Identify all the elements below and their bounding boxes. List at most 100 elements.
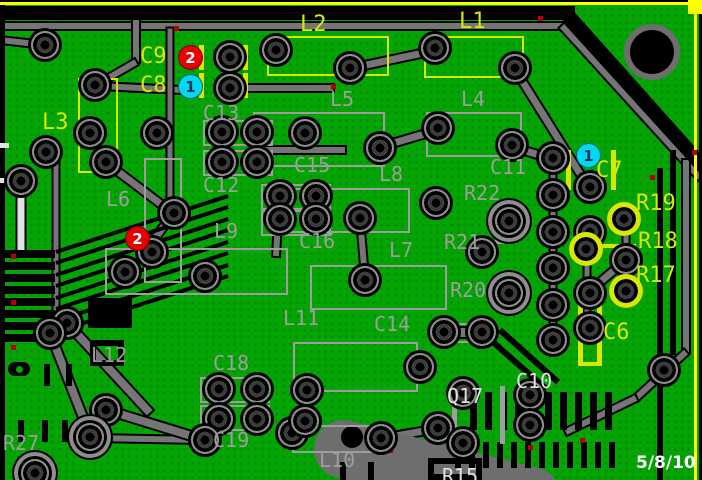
filled-rect bbox=[388, 448, 393, 453]
silk-label-C13: C13 bbox=[203, 101, 240, 125]
filled-rect bbox=[243, 45, 248, 70]
pad bbox=[291, 407, 319, 435]
filled-rect bbox=[567, 442, 573, 468]
pad bbox=[336, 54, 364, 82]
filled-rect bbox=[62, 420, 68, 442]
filled-rect bbox=[340, 462, 346, 480]
step-marker-1[interactable]: 1 bbox=[178, 74, 203, 99]
pad bbox=[216, 43, 244, 71]
filled-rect bbox=[500, 386, 505, 444]
filled-rect bbox=[243, 73, 248, 98]
pad bbox=[406, 353, 434, 381]
silk-label-R20: R20 bbox=[450, 278, 487, 302]
pad bbox=[539, 144, 567, 172]
filled-rect bbox=[0, 2, 702, 5]
copper-trace bbox=[243, 85, 333, 91]
step-marker-2[interactable]: 2 bbox=[125, 226, 150, 251]
filled-rect bbox=[66, 364, 72, 386]
hole bbox=[341, 426, 363, 448]
pad bbox=[243, 405, 271, 433]
date-stamp: 5/8/10 bbox=[636, 453, 696, 473]
silk-label-R18: R18 bbox=[638, 229, 678, 254]
pad bbox=[421, 34, 449, 62]
silk-label-R22: R22 bbox=[464, 181, 501, 205]
step-marker-2[interactable]: 2 bbox=[178, 45, 203, 70]
filled-rect bbox=[692, 150, 697, 155]
pad bbox=[366, 134, 394, 162]
silk-label-R15: R15 bbox=[442, 464, 479, 480]
silk-label-L2: L2 bbox=[300, 12, 327, 37]
pad bbox=[143, 119, 171, 147]
pad bbox=[539, 291, 567, 319]
silk-label-C10: C10 bbox=[516, 369, 553, 393]
outline-rect bbox=[90, 340, 124, 366]
pad bbox=[32, 138, 60, 166]
pad bbox=[92, 396, 120, 424]
pad bbox=[576, 314, 604, 342]
silk-label-L8: L8 bbox=[379, 162, 404, 186]
pad bbox=[468, 238, 496, 266]
pad bbox=[208, 148, 236, 176]
filled-rect bbox=[5, 322, 55, 330]
highlight-ring bbox=[609, 274, 643, 308]
pad bbox=[449, 379, 477, 407]
silk-label-C16: C16 bbox=[299, 229, 336, 253]
filled-rect bbox=[515, 392, 522, 430]
filled-rect bbox=[657, 168, 663, 480]
silk-label-R21: R21 bbox=[444, 230, 481, 254]
pad bbox=[160, 199, 188, 227]
pad bbox=[21, 459, 49, 480]
pad bbox=[262, 36, 290, 64]
filled-rect bbox=[11, 345, 16, 350]
filled-rect bbox=[42, 420, 48, 442]
filled-rect bbox=[511, 442, 517, 468]
filled-rect bbox=[525, 442, 531, 468]
pad bbox=[76, 119, 104, 147]
pad bbox=[424, 414, 452, 442]
copper-trace bbox=[444, 327, 482, 337]
pad bbox=[449, 429, 477, 457]
filled-rect bbox=[5, 334, 55, 342]
copper-trace bbox=[133, 20, 139, 62]
silk-label-L6: L6 bbox=[106, 187, 131, 211]
pad bbox=[650, 356, 678, 384]
pad bbox=[243, 148, 271, 176]
filled-rect bbox=[0, 6, 575, 20]
filled-rect bbox=[88, 298, 132, 328]
filled-rect bbox=[560, 392, 567, 430]
outline-rect bbox=[261, 210, 331, 236]
filled-rect bbox=[699, 0, 702, 480]
step-marker-1[interactable]: 1 bbox=[576, 143, 601, 168]
pad bbox=[351, 266, 379, 294]
pad bbox=[191, 426, 219, 454]
filled-rect bbox=[650, 175, 655, 180]
silk-label-C9: C9 bbox=[140, 44, 167, 69]
pad bbox=[7, 167, 35, 195]
pad bbox=[243, 118, 271, 146]
pad bbox=[424, 114, 452, 142]
filled-rect bbox=[528, 445, 533, 450]
pad bbox=[293, 376, 321, 404]
filled-rect bbox=[5, 298, 55, 306]
filled-rect bbox=[452, 386, 457, 444]
filled-rect bbox=[483, 442, 489, 468]
filled-rect bbox=[545, 392, 552, 430]
silk-label-C18: C18 bbox=[213, 351, 250, 375]
filled-rect bbox=[18, 420, 24, 442]
pad bbox=[495, 207, 523, 235]
filled-rect bbox=[44, 364, 50, 386]
pad bbox=[576, 173, 604, 201]
filled-rect bbox=[575, 392, 582, 430]
silk-label-L12: L12 bbox=[91, 343, 128, 367]
pad bbox=[92, 148, 120, 176]
filled-rect bbox=[5, 310, 55, 318]
filled-rect bbox=[470, 392, 477, 430]
outline-rect bbox=[428, 458, 482, 480]
filled-rect bbox=[605, 392, 612, 430]
filled-rect bbox=[670, 150, 676, 355]
copper-trace bbox=[265, 147, 345, 153]
filled-rect bbox=[485, 392, 492, 430]
pad bbox=[36, 319, 64, 347]
